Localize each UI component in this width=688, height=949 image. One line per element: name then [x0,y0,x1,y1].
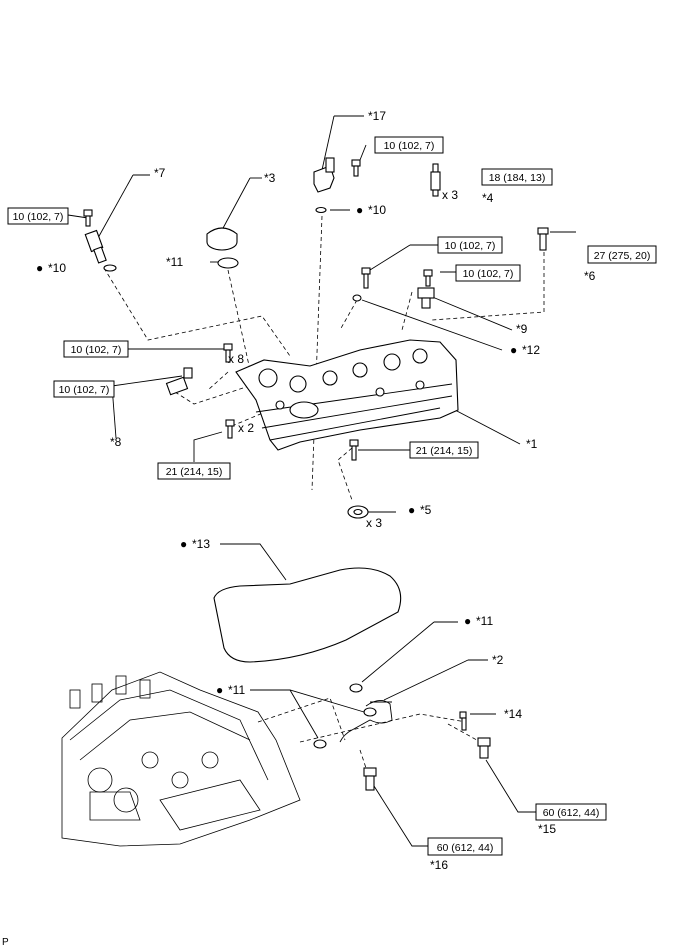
sensor-9 [417,287,435,309]
torque-spec-left-x8: 10 (102, 7) [63,340,129,358]
svg-text:21 (214, 15): 21 (214, 15) [416,445,473,457]
torque-spec-8: 10 (102, 7) [53,380,115,398]
callout-6: *6 [584,269,596,283]
callout-7: *7 [154,166,166,180]
svg-text:27 (275, 20): 27 (275, 20) [594,250,651,262]
bolt-icon [349,439,359,461]
svg-text:10 (102, 7): 10 (102, 7) [445,240,496,252]
bolt-icon [459,711,467,731]
callout-10-top: *10 [368,203,386,217]
torque-spec-6: 27 (275, 20) [587,245,657,264]
callout-14: *14 [504,707,522,721]
spark-plug-tube-seal-5 [347,505,369,519]
bullet-icon: ● [180,537,187,551]
svg-text:10 (102, 7): 10 (102, 7) [71,344,122,356]
callout-2: *2 [492,653,504,667]
callout-12: *12 [522,343,540,357]
callout-9: *9 [516,322,528,336]
quantity-x8: x 8 [228,352,244,366]
torque-spec-15: 60 (612, 44) [535,803,607,821]
torque-spec-left-x2: 21 (214, 15) [157,462,231,480]
camshaft-position-sensor-17 [313,157,335,193]
spark-plug-icon [430,163,441,197]
quantity-4: x 3 [442,188,458,202]
engine-assembly-outline [61,671,301,847]
callout-17: *17 [368,109,386,123]
callout-11-right: *11 [476,614,493,628]
union-bolt-15 [477,737,491,759]
bullet-icon: ● [464,614,471,628]
cylinder-head-cover-1 [235,339,459,451]
callout-11-bottom: *11 [228,683,245,697]
oil-control-valve-7 [84,229,107,264]
svg-text:60 (612, 44): 60 (612, 44) [543,807,600,819]
leader-lines [67,115,576,847]
callout-1: *1 [526,437,538,451]
o-ring-icon [103,264,117,272]
svg-text:60 (612, 44): 60 (612, 44) [437,842,494,854]
gasket-icon [217,257,239,269]
union-bolt-16 [363,767,377,791]
bullet-icon: ● [36,261,43,275]
svg-text:18 (184, 13): 18 (184, 13) [489,172,546,184]
oil-filler-cap-3 [206,227,238,251]
callout-13: *13 [192,537,210,551]
torque-spec-4: 18 (184, 13) [481,168,553,186]
torque-spec-16: 60 (612, 44) [427,837,503,856]
oil-pipe-2 [313,683,393,749]
torque-spec-17: 10 (102, 7) [374,136,444,154]
bullet-icon: ● [216,683,223,697]
svg-text:10 (102, 7): 10 (102, 7) [59,384,110,396]
torque-spec-9: 10 (102, 7) [455,264,521,282]
ventilation-valve-6 [537,227,549,251]
dashed-assembly-lines [103,215,545,781]
svg-text:10 (102, 7): 10 (102, 7) [463,268,514,280]
bullet-icon: ● [510,343,517,357]
callout-8: *8 [110,435,122,449]
callout-3: *3 [264,171,276,185]
callout-5: *5 [420,503,432,517]
callout-4: *4 [482,191,494,205]
washer-icon [352,294,362,302]
quantity-x2: x 2 [238,421,254,435]
bullet-icon: ● [408,503,415,517]
bolt-icon [225,419,235,439]
torque-spec-cover-top: 10 (102, 7) [437,236,503,254]
cylinder-head-cover-gasket-13 [213,567,402,663]
bolt-icon [361,267,371,289]
torque-spec-7: 10 (102, 7) [7,207,69,225]
callout-11-top: *11 [166,255,183,269]
bolt-icon [223,343,233,363]
sensor-8 [165,367,193,396]
bolt-icon [83,209,93,227]
torque-spec-cover-front: 21 (214, 15) [409,441,479,459]
svg-text:10 (102, 7): 10 (102, 7) [384,140,435,152]
bolt-icon [351,159,361,177]
callout-15: *15 [538,822,556,836]
bolt-icon [423,269,433,287]
o-ring-icon [315,206,327,214]
svg-text:21 (214, 15): 21 (214, 15) [166,466,223,478]
quantity-5: x 3 [366,516,382,530]
corner-label: P [2,937,9,948]
callout-10-left: *10 [48,261,66,275]
bullet-icon: ● [356,203,363,217]
callout-16: *16 [430,858,448,872]
svg-text:10 (102, 7): 10 (102, 7) [13,211,64,223]
